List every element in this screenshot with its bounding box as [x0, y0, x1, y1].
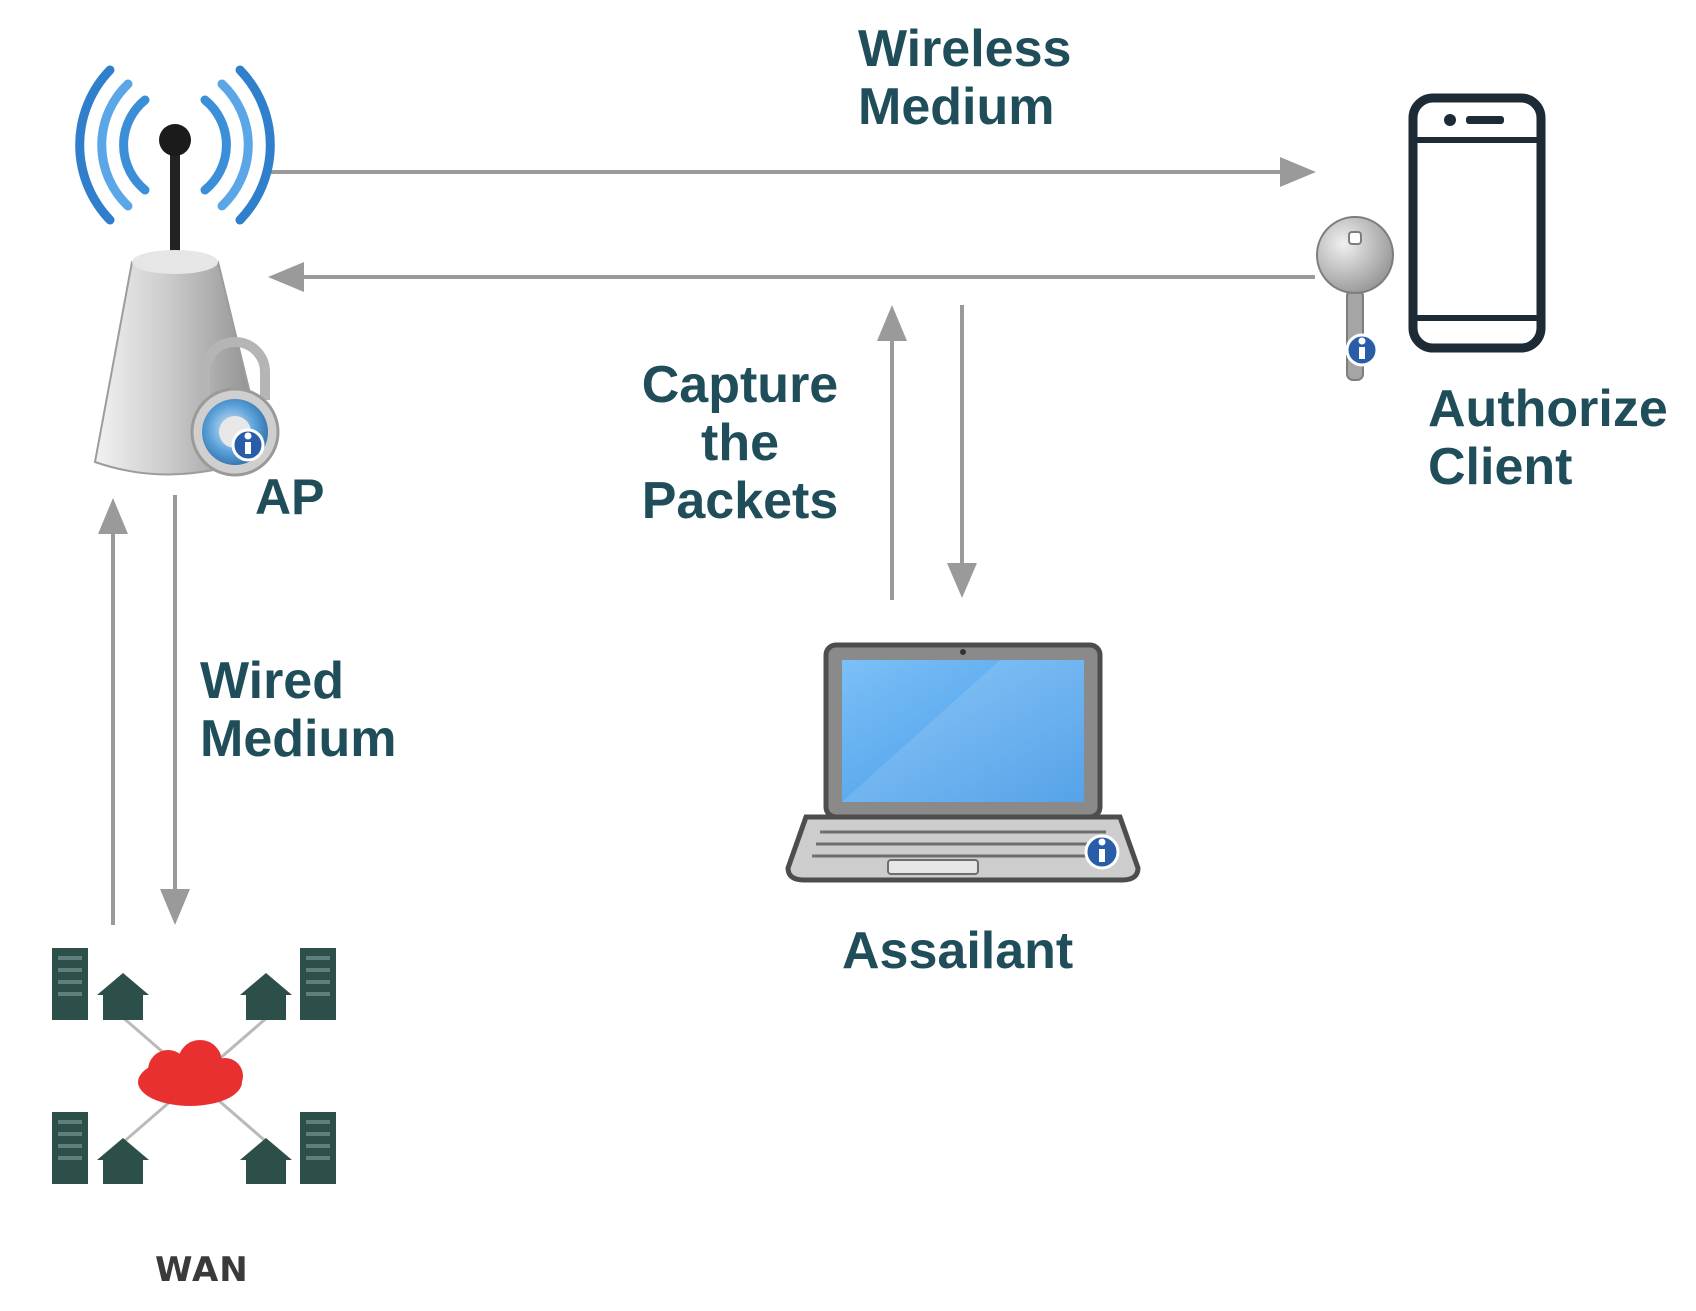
arrow-wan-to-ap — [98, 498, 128, 925]
wan-label: WAN — [155, 1250, 249, 1290]
wan-network-icon — [52, 948, 336, 1184]
authorize-client-label: Authorize Client — [1428, 380, 1668, 496]
laptop-icon — [785, 642, 1141, 883]
capture-packets-label: Capture the Packets — [641, 356, 839, 530]
wireless-medium-label: Wireless Medium — [858, 20, 1072, 136]
arrow-ap-to-wan — [160, 495, 190, 925]
info-badge-icon — [1084, 834, 1120, 870]
arrow-client-to-ap — [268, 262, 1315, 292]
ap-label: AP — [255, 469, 325, 525]
arrow-assailant-down — [947, 305, 977, 598]
info-badge-icon — [1345, 333, 1379, 367]
smartphone-icon — [1408, 93, 1546, 353]
assailant-label: Assailant — [842, 922, 1074, 980]
arrow-assailant-up — [877, 305, 907, 600]
arrow-ap-to-client — [268, 157, 1316, 187]
wired-medium-label: Wired Medium — [200, 652, 397, 768]
info-badge-icon — [231, 428, 265, 462]
